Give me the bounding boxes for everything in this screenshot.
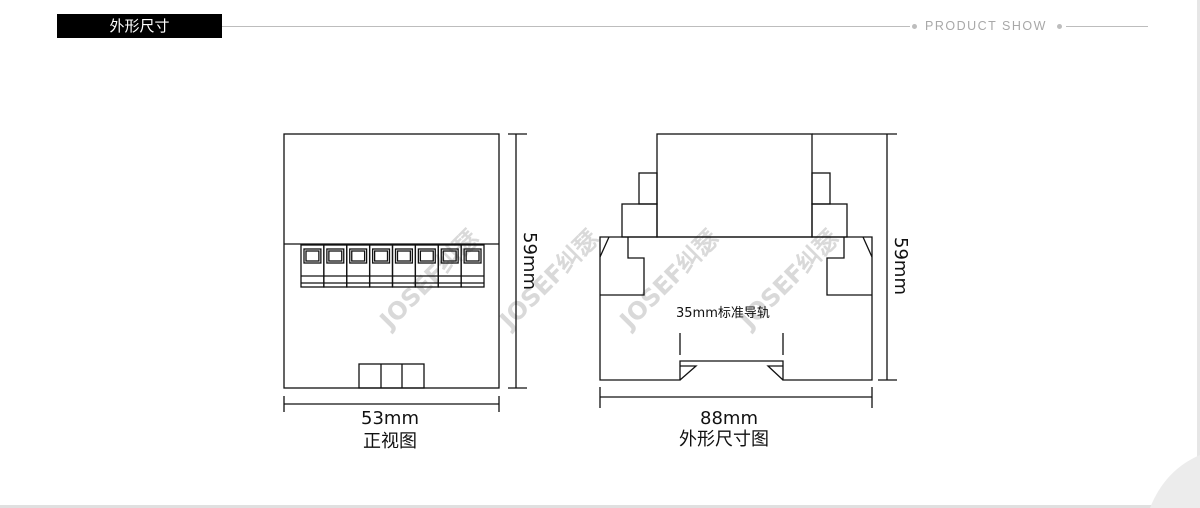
din-base — [599, 236, 873, 381]
terminal-screw — [349, 248, 368, 264]
bottom-connector — [358, 363, 425, 389]
side-width-label: 88mm — [700, 408, 758, 429]
terminal-screw — [303, 248, 322, 264]
terminal-screw — [417, 248, 436, 264]
terminal — [460, 244, 485, 288]
watermarks: JOSEF纠瑟 JOSEF纠瑟 JOSEF纠瑟 JOSEF纠瑟 — [373, 224, 844, 335]
side-top-body — [656, 133, 813, 238]
header-divider — [1066, 26, 1148, 27]
section-title: 外形尺寸 — [57, 14, 222, 38]
side-height-label: 59mm — [890, 237, 911, 295]
watermark: JOSEF纠瑟 — [373, 224, 484, 335]
terminal-screw — [371, 248, 391, 264]
terminal-screw — [463, 248, 482, 264]
terminal-screw — [440, 248, 459, 264]
side-view: 35mm标准导轨 59mm 88mm 外形尺寸图 — [599, 133, 911, 450]
terminal-block — [300, 244, 485, 288]
page-bottom-edge — [0, 505, 1200, 508]
side-caption: 外形尺寸图 — [679, 429, 769, 450]
section-subtitle: PRODUCT SHOW — [925, 19, 1047, 33]
front-view: 59mm 53mm 正视图 — [283, 133, 540, 452]
rail-label: 35mm标准导轨 — [676, 306, 770, 321]
front-height-label: 59mm — [519, 232, 540, 290]
header-dot — [1057, 24, 1062, 29]
front-caption: 正视图 — [363, 431, 417, 452]
front-width-label: 53mm — [361, 408, 419, 429]
terminal-screw — [394, 248, 414, 264]
watermark: JOSEF纠瑟 — [493, 224, 604, 335]
page-curl — [1150, 455, 1200, 508]
terminal-screw — [326, 248, 345, 264]
header-divider — [222, 26, 910, 27]
page-edge — [1197, 0, 1200, 508]
header-dot — [912, 24, 917, 29]
